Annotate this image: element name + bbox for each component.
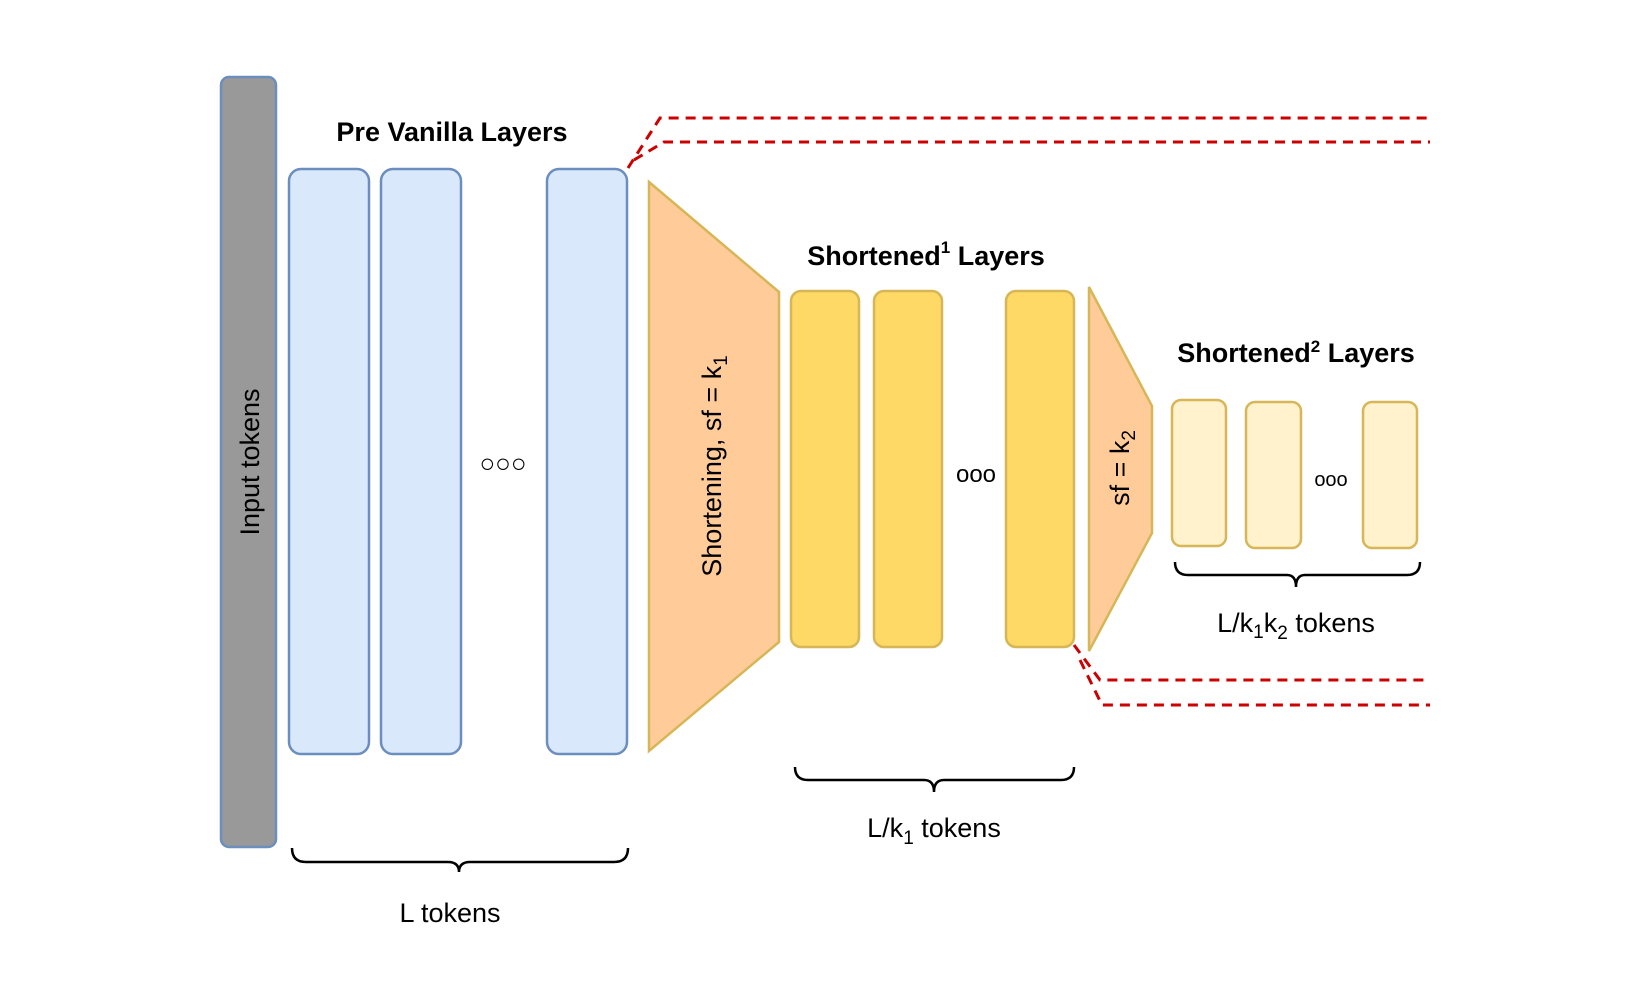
zoom-lines-top	[626, 116, 1430, 169]
shortening-2-label-sub: 2	[1119, 430, 1140, 441]
shortened-2-title-sup: 2	[1311, 337, 1320, 356]
shortening-1-block: Shortening, sf = k1	[647, 179, 781, 754]
shortening-2-label-main: sf = k	[1105, 440, 1135, 506]
l-tokens-label: L tokens	[399, 898, 500, 928]
shortening-2-block: sf = k2	[1087, 286, 1154, 652]
shortened-1-layer-n	[1004, 289, 1076, 649]
pre-vanilla-title: Pre Vanilla Layers	[336, 117, 567, 147]
l-k1-tokens-sub: 1	[903, 828, 914, 849]
shortened-1-title-sup: 1	[941, 238, 950, 257]
shortened-1-layers-group: Shortened1 Layers ooo L/k1 tokens	[789, 238, 1076, 849]
shortened-2-layer-2	[1244, 400, 1303, 550]
dashed-line-bottom-1	[1072, 644, 1430, 682]
shortened-2-layer-n	[1361, 400, 1419, 550]
l-k1k2-tokens-mid: k	[1264, 608, 1278, 638]
shortened-2-title-main: Shortened	[1177, 338, 1311, 368]
vanilla-layer-2	[379, 167, 463, 756]
shortened-2-layers-group: Shortened2 Layers ooo L/k1k2 tokens	[1170, 337, 1422, 644]
dashed-line-top-2	[633, 140, 1430, 162]
shortened-1-title: Shortened1 Layers	[807, 238, 1045, 271]
l-k1k2-tokens-sub1: 1	[1253, 622, 1264, 643]
shortening-1-label: Shortening, sf = k1	[697, 355, 732, 576]
brace-l-k1-tokens	[793, 766, 1076, 793]
shortened-2-title-rest: Layers	[1320, 338, 1415, 368]
input-tokens-block: Input tokens	[219, 75, 278, 849]
shortened-1-layer-1	[789, 289, 861, 649]
l-k1k2-tokens-main: L/k	[1217, 608, 1254, 638]
shortened-2-layer-1	[1170, 398, 1228, 548]
l-k1-tokens-label: L/k1 tokens	[867, 813, 1001, 849]
vanilla-layer-n	[545, 167, 629, 756]
shortened-2-ellipsis: ooo	[1314, 469, 1347, 491]
shortening-1-label-main: Shortening, sf = k	[697, 365, 727, 576]
zoom-lines-bottom	[1072, 644, 1430, 707]
vanilla-ellipsis: ○○○	[479, 448, 526, 478]
brace-l-tokens	[290, 847, 630, 873]
l-k1-tokens-main: L/k	[867, 813, 904, 843]
shortening-1-label-sub: 1	[711, 355, 732, 366]
pre-vanilla-layers-group: Pre Vanilla Layers ○○○ L tokens	[287, 117, 630, 928]
l-k1k2-tokens-label: L/k1k2 tokens	[1217, 608, 1375, 644]
shortened-1-title-main: Shortened	[807, 241, 941, 271]
dashed-line-bottom-2	[1078, 659, 1430, 707]
shortened-2-title: Shortened2 Layers	[1177, 337, 1415, 368]
shortening-1-trapezoid	[647, 179, 781, 754]
brace-l-k1k2-tokens	[1173, 561, 1422, 588]
input-tokens-bar	[219, 75, 278, 849]
l-k1-tokens-rest: tokens	[914, 813, 1001, 843]
shortened-1-ellipsis: ooo	[956, 461, 996, 488]
input-tokens-label: Input tokens	[235, 388, 265, 535]
shortened-1-layer-2	[872, 289, 944, 649]
shortening-2-label: sf = k2	[1105, 430, 1140, 506]
dashed-line-top-1	[626, 116, 1430, 169]
vanilla-layer-1	[287, 167, 371, 756]
shortened-1-title-rest: Layers	[950, 241, 1045, 271]
l-k1k2-tokens-sub2: 2	[1277, 623, 1288, 644]
l-k1k2-tokens-rest: tokens	[1288, 608, 1375, 638]
shortening-2-trapezoid	[1087, 286, 1154, 652]
